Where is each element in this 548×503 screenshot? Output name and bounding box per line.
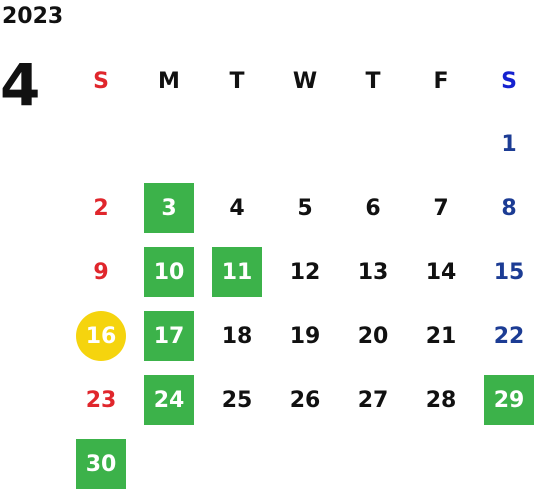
day-cell[interactable]: 17 [135, 304, 203, 368]
day-cell[interactable]: 27 [339, 368, 407, 432]
empty-day-cell [135, 432, 203, 496]
empty-day-cell [203, 112, 271, 176]
day-cell[interactable]: 2 [67, 176, 135, 240]
day-cell[interactable]: 6 [339, 176, 407, 240]
day-number: 7 [433, 195, 449, 221]
day-number: 12 [289, 259, 321, 285]
empty-day-cell [203, 432, 271, 496]
weekday-header-row: S M T W T F S [67, 50, 543, 112]
day-number: 15 [493, 259, 525, 285]
week-row: 23 24 25 26 27 28 29 [67, 368, 543, 432]
day-number: 17 [144, 311, 194, 361]
weekday-sunday: S [93, 68, 109, 94]
day-cell[interactable]: 7 [407, 176, 475, 240]
day-number: 21 [425, 323, 457, 349]
month-number: 4 [0, 51, 41, 119]
empty-day-cell [135, 112, 203, 176]
day-number: 6 [365, 195, 381, 221]
day-number: 1 [501, 131, 517, 157]
week-row: 30 [67, 432, 543, 496]
day-number: 8 [501, 195, 517, 221]
day-cell[interactable]: 29 [475, 368, 543, 432]
day-number: 22 [493, 323, 525, 349]
day-number: 24 [144, 375, 194, 425]
day-number: 19 [289, 323, 321, 349]
day-cell[interactable]: 15 [475, 240, 543, 304]
empty-day-cell [67, 112, 135, 176]
day-cell[interactable]: 22 [475, 304, 543, 368]
day-cell[interactable]: 8 [475, 176, 543, 240]
day-number: 20 [357, 323, 389, 349]
day-cell[interactable]: 4 [203, 176, 271, 240]
empty-day-cell [407, 112, 475, 176]
day-number: 11 [212, 247, 262, 297]
week-row: 16 17 18 19 20 21 22 [67, 304, 543, 368]
day-cell[interactable]: 28 [407, 368, 475, 432]
day-cell[interactable]: 20 [339, 304, 407, 368]
empty-day-cell [339, 112, 407, 176]
day-number: 27 [357, 387, 389, 413]
weekday-thursday: T [365, 68, 381, 94]
weekday-friday: F [433, 68, 449, 94]
day-number: 2 [93, 195, 109, 221]
empty-day-cell [271, 432, 339, 496]
day-cell[interactable]: 30 [67, 432, 135, 496]
day-number: 25 [221, 387, 253, 413]
day-number: 14 [425, 259, 457, 285]
day-number: 29 [484, 375, 534, 425]
day-cell[interactable]: 19 [271, 304, 339, 368]
day-cell[interactable]: 23 [67, 368, 135, 432]
empty-day-cell [339, 432, 407, 496]
day-number: 3 [144, 183, 194, 233]
weekday-saturday: S [501, 68, 517, 94]
day-cell[interactable]: 21 [407, 304, 475, 368]
year-label: 2023 [2, 4, 64, 29]
day-cell[interactable]: 12 [271, 240, 339, 304]
week-row: 9 10 11 12 13 14 15 [67, 240, 543, 304]
day-cell[interactable]: 18 [203, 304, 271, 368]
empty-day-cell [271, 112, 339, 176]
today-day-number: 16 [76, 311, 126, 361]
day-cell[interactable]: 5 [271, 176, 339, 240]
day-cell[interactable]: 16 [67, 304, 135, 368]
week-row: 1 [67, 112, 543, 176]
day-number: 13 [357, 259, 389, 285]
day-cell[interactable]: 14 [407, 240, 475, 304]
weekday-wednesday: W [292, 68, 318, 94]
empty-day-cell [407, 432, 475, 496]
day-number: 28 [425, 387, 457, 413]
day-cell[interactable]: 11 [203, 240, 271, 304]
day-cell[interactable]: 3 [135, 176, 203, 240]
day-cell[interactable]: 25 [203, 368, 271, 432]
day-number: 30 [76, 439, 126, 489]
weekday-monday: M [158, 68, 180, 94]
empty-day-cell [475, 432, 543, 496]
day-cell[interactable]: 10 [135, 240, 203, 304]
week-row: 2 3 4 5 6 7 8 [67, 176, 543, 240]
day-number: 26 [289, 387, 321, 413]
day-cell[interactable]: 26 [271, 368, 339, 432]
day-cell[interactable]: 24 [135, 368, 203, 432]
day-number: 4 [229, 195, 245, 221]
day-cell[interactable]: 1 [475, 112, 543, 176]
day-number: 23 [85, 387, 117, 413]
day-number: 18 [221, 323, 253, 349]
day-cell[interactable]: 9 [67, 240, 135, 304]
day-number: 9 [93, 259, 109, 285]
day-number: 10 [144, 247, 194, 297]
day-number: 5 [297, 195, 313, 221]
day-cell[interactable]: 13 [339, 240, 407, 304]
weekday-tuesday: T [229, 68, 245, 94]
